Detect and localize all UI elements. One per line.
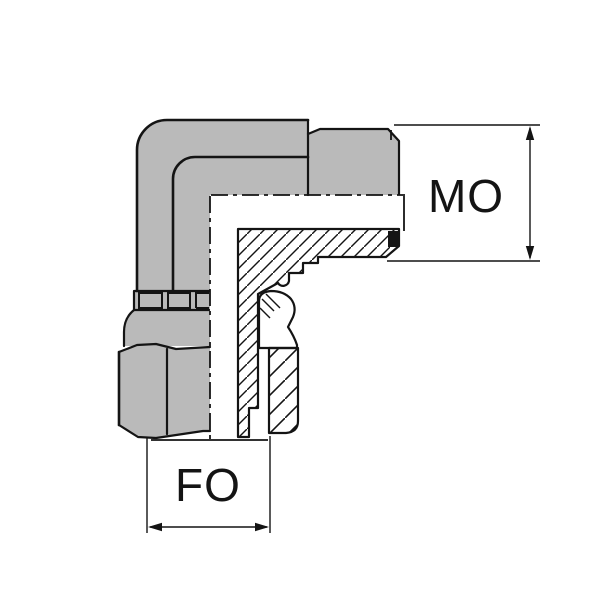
- tube-nipple-section: [257, 289, 299, 350]
- fo-dimension: FO: [146, 436, 271, 533]
- male-thread-body: [308, 129, 399, 195]
- arrow-right-icon: [255, 522, 269, 532]
- centerlines: [209, 194, 405, 442]
- body-contours: [117, 118, 401, 441]
- nut-top-chamfer: [117, 342, 212, 354]
- seal-ring-section: [388, 231, 399, 247]
- hex-nut-body: [119, 344, 210, 438]
- knurl-band-outline: [132, 289, 211, 312]
- nipple-hatch-lines: [259, 293, 281, 319]
- mo-label: MO: [428, 170, 504, 222]
- thread-outline: [306, 127, 401, 196]
- arrow-left-icon: [148, 522, 162, 532]
- section-view: [236, 196, 405, 439]
- mo-dimension: MO: [387, 124, 540, 262]
- sleeve-section: [267, 346, 300, 435]
- fo-label: FO: [175, 459, 241, 511]
- knurl-marks: [138, 292, 209, 309]
- section-hatch-body: [236, 227, 401, 439]
- nut-bottom-chamfer: [117, 423, 212, 440]
- swage-contour: [122, 308, 136, 348]
- swage-body: [124, 310, 210, 346]
- arrow-up-icon: [525, 126, 535, 140]
- elbow-inner-contour: [171, 155, 310, 293]
- elbow-outer-contour: [135, 118, 310, 293]
- arrow-down-icon: [525, 246, 535, 260]
